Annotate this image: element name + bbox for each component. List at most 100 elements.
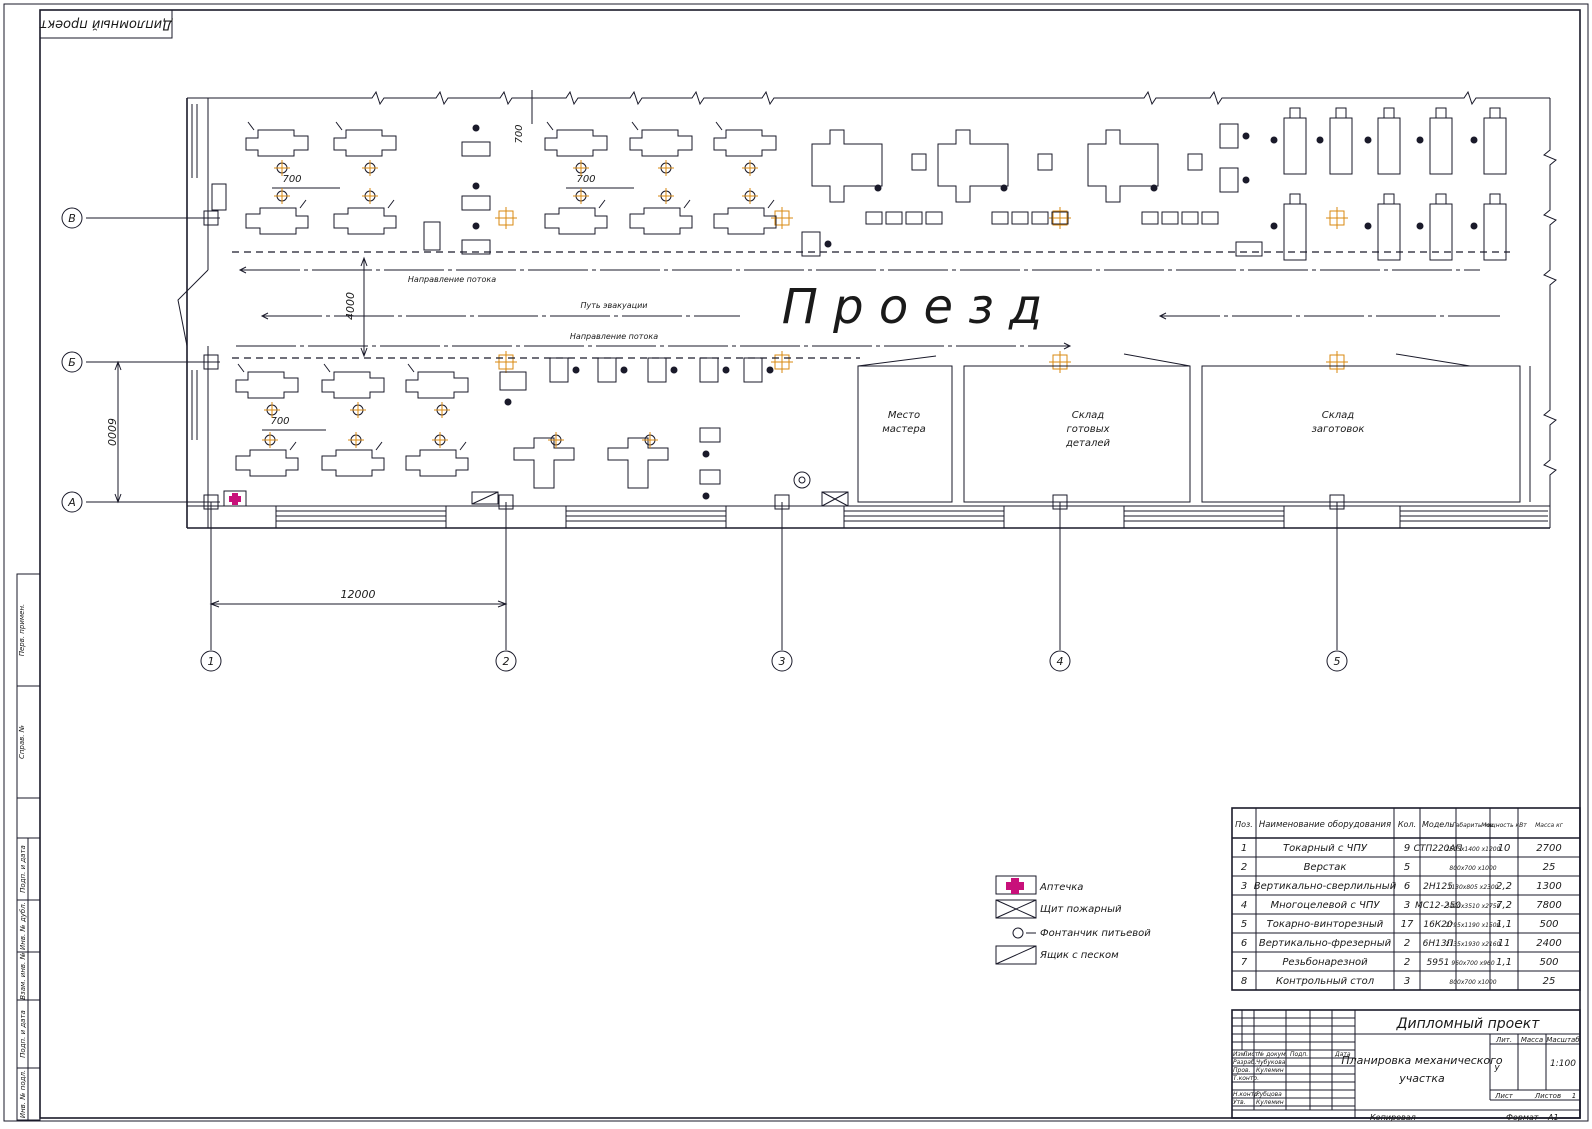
lathe-16k20-symbol <box>235 441 299 477</box>
entry-door-symbol <box>211 183 227 211</box>
workplace-symbol <box>1242 132 1250 140</box>
flow-bottom-label: Направление потока <box>570 332 658 341</box>
bench-symbol <box>597 357 617 383</box>
spec-cell-0-6: 2700 <box>1536 843 1561 854</box>
spec-cell-3-0: 4 <box>1241 900 1247 911</box>
bench-symbol <box>885 211 903 225</box>
spec-cell-2-0: 3 <box>1241 881 1247 892</box>
dim-700-a: 700 <box>282 174 301 185</box>
spec-cell-2-1: Вертикально-сверлильный <box>1254 881 1397 892</box>
spec-cell-3-3: МС12-250 <box>1415 901 1461 911</box>
spec-cell-4-3: 16К20 <box>1423 920 1453 930</box>
lathe-16k20-symbol <box>235 363 299 399</box>
tb-copied: Копировал <box>1370 1113 1416 1122</box>
drawing-frame <box>39 9 1581 1119</box>
spec-cell-7-0: 8 <box>1241 976 1247 987</box>
spec-header-5: Мощность кВт <box>1481 822 1527 829</box>
dim-4000: 4000 <box>344 292 357 320</box>
tb-drawing-title-1: Планировка механического <box>1341 1054 1503 1067</box>
bench-symbol <box>1181 211 1199 225</box>
axis-letter-a: А <box>67 496 76 509</box>
workplace-symbol <box>472 182 480 190</box>
side-stamp-6: Инв. № подл. <box>19 1070 27 1118</box>
bench-symbol <box>801 231 821 257</box>
spec-cell-2-5: 2,2 <box>1496 881 1512 892</box>
axis-letter-v: В <box>68 212 76 225</box>
tb-name-2: Кулемин <box>1256 1067 1284 1074</box>
tb-scale: Масштаб <box>1546 1036 1580 1044</box>
spec-cell-2-3: 2Н125 <box>1423 882 1453 892</box>
lathe-16k20-symbol <box>333 199 397 235</box>
tb-row-nkontr: Н.контр. <box>1233 1091 1260 1098</box>
spec-cell-3-1: Многоцелевой с ЧПУ <box>1271 900 1381 911</box>
bench-symbol <box>865 211 883 225</box>
spec-header-6: Масса кг <box>1535 822 1564 829</box>
room-blanks-1: Склад <box>1322 410 1355 421</box>
side-stamp-2: Подп. и дата <box>19 845 27 893</box>
lathe-16k20-symbol <box>405 441 469 477</box>
cnc-lathe-symbol <box>1483 107 1507 175</box>
bench-symbol <box>1161 211 1179 225</box>
spec-header-1: Наименование оборудования <box>1259 820 1391 830</box>
workplace-symbol <box>504 398 512 406</box>
spec-cell-1-2: 5 <box>1404 862 1410 873</box>
axis-number-3: 3 <box>779 655 786 668</box>
bench-symbol <box>925 211 943 225</box>
tb-col-sign: Подп. <box>1290 1051 1308 1058</box>
spec-cell-4-4: 2795х1190 х1500 <box>1446 922 1501 929</box>
bench-symbol <box>699 469 721 485</box>
spec-cell-7-1: Контрольный стол <box>1276 976 1375 987</box>
workplace-symbol <box>670 366 678 374</box>
bench-symbol <box>1037 153 1053 171</box>
spec-cell-4-1: Токарно-винторезный <box>1267 919 1384 930</box>
room-master-1: Место <box>888 410 920 421</box>
workplace-symbol <box>1416 136 1424 144</box>
tb-sheets-value: 1 <box>1572 1092 1576 1100</box>
tb-lit: Лит. <box>1495 1036 1512 1044</box>
spec-cell-4-5: 1,1 <box>1496 919 1512 930</box>
workplace-symbol <box>702 450 710 458</box>
workplace-symbol <box>472 124 480 132</box>
grid-axes: В Б А 1 2 3 4 5 <box>61 207 1348 672</box>
tb-col-doc: № докум. <box>1257 1051 1288 1058</box>
bench-symbol <box>743 357 763 383</box>
spec-cell-0-1: Токарный с ЧПУ <box>1283 843 1368 854</box>
tb-sheets: Листов <box>1534 1092 1561 1100</box>
tb-drawing-title-2: участка <box>1398 1072 1445 1085</box>
tb-col-list: Лист <box>1242 1051 1259 1058</box>
spec-cell-6-1: Резьбонарезной <box>1282 956 1368 968</box>
spec-cell-1-6: 25 <box>1543 862 1556 873</box>
column-marks-orange <box>495 207 1348 373</box>
lathe-16k20-symbol <box>245 121 309 157</box>
workplace-symbol <box>620 366 628 374</box>
axis-letter-b: Б <box>68 356 76 369</box>
workplace-symbol <box>472 222 480 230</box>
dimensions: 12000 6000 4000 700 700 700 700 <box>105 90 634 608</box>
workplace-symbol <box>874 184 882 192</box>
building-outline <box>177 90 1557 529</box>
plan-safety-items <box>223 471 849 507</box>
axis-number-2: 2 <box>503 655 510 668</box>
legend-first-aid: Аптечка <box>1039 882 1083 893</box>
bench-symbol <box>461 141 491 157</box>
tb-col-date: Дата <box>1334 1051 1351 1058</box>
spec-cell-7-6: 25 <box>1543 976 1556 987</box>
lathe-16k20-symbol <box>321 441 385 477</box>
tb-project: Дипломный проект <box>1396 1016 1541 1032</box>
bench-symbol <box>911 153 927 171</box>
lathe-16k20-symbol <box>245 199 309 235</box>
workplace-symbol <box>824 240 832 248</box>
tb-col-izm: Изм. <box>1233 1051 1247 1058</box>
side-stamp-5: Подп. и дата <box>19 1010 27 1058</box>
spec-cell-3-5: 7,2 <box>1496 900 1512 911</box>
cnc-lathe-symbol <box>1483 193 1507 261</box>
legend-fountain: Фонтанчик питьевой <box>1040 928 1151 939</box>
lathe-16k20-symbol <box>629 121 693 157</box>
bench-symbol <box>1201 211 1219 225</box>
bench-symbol <box>1219 167 1239 193</box>
lathe-16k20-symbol <box>629 199 693 235</box>
tb-row-razrab: Разраб. <box>1233 1059 1257 1066</box>
lathe-16k20-symbol <box>544 199 608 235</box>
bench-symbol <box>1011 211 1029 225</box>
